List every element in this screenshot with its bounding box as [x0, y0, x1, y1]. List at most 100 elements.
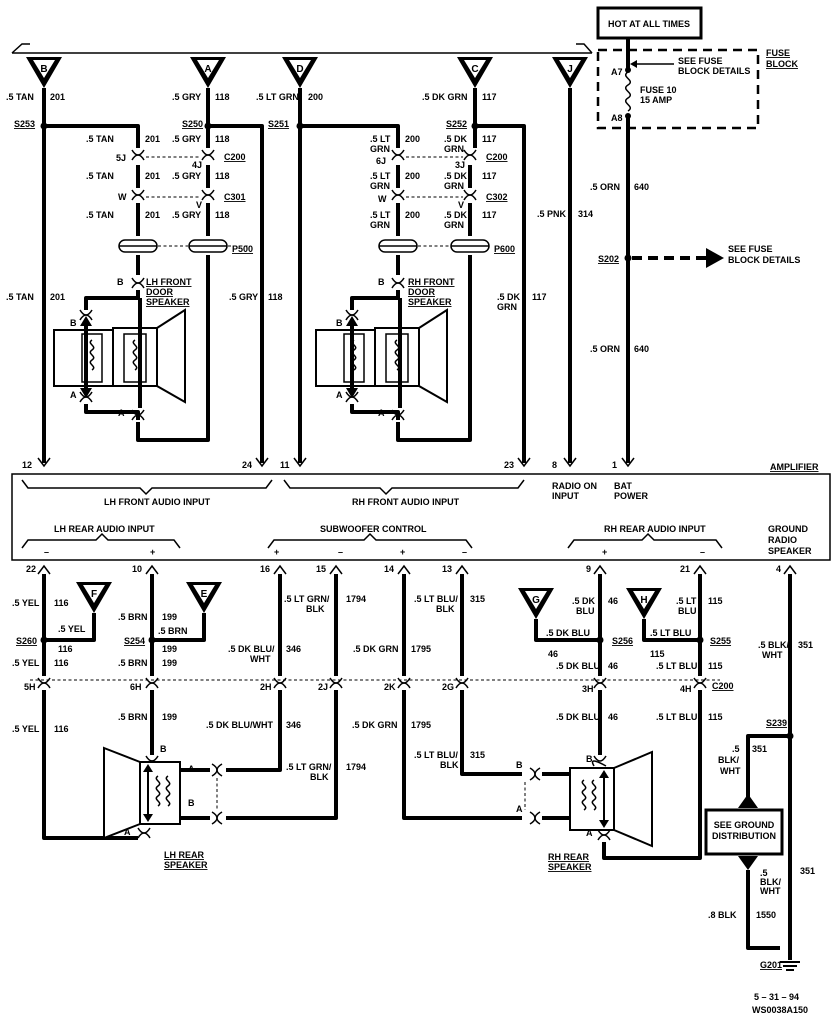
- amp-pin-8: 8: [552, 460, 557, 470]
- blk-circuit: 1550: [756, 910, 776, 920]
- amp-bottom-terminals: [37, 564, 797, 575]
- rh-dkgrn-b2: GRN: [444, 181, 464, 191]
- lh-gry-size-2: .5 GRY: [172, 171, 201, 181]
- wire-dkgrn-low-1: .5 DK: [497, 292, 521, 302]
- ltblu-circuit-2: 115: [708, 661, 723, 671]
- ltblu-circuit-h: 115: [650, 649, 665, 659]
- lh-gry-size-1: .5 GRY: [172, 134, 201, 144]
- sub-minus-2: –: [462, 547, 467, 557]
- amp-pin-1: 1: [612, 460, 617, 470]
- radio-on-and-power-wires: [568, 88, 724, 463]
- ltgrn-blk-a2: .5 LT GRN/: [286, 762, 332, 772]
- amp-pin-12: 12: [22, 460, 32, 470]
- amplifier-title: AMPLIFIER: [770, 462, 819, 472]
- dkbluwht-b1: WHT: [250, 654, 271, 664]
- wire-d-circuit: 200: [308, 92, 323, 102]
- rh-rear-pin-b: B: [516, 760, 523, 770]
- blkwht-b1: WHT: [762, 650, 783, 660]
- wire-gry-low-size: .5 GRY: [229, 292, 258, 302]
- lh-rear-plus: +: [150, 547, 155, 557]
- blkwht-3-1: .5: [760, 868, 768, 878]
- rh-rear-speaker-1: RH REAR: [548, 852, 590, 862]
- wire-j-circuit: 314: [578, 209, 593, 219]
- amp-top-terminals: [37, 457, 635, 468]
- pin-3h: 3H: [582, 684, 594, 694]
- yel-size-1: .5 YEL: [12, 598, 40, 608]
- amp-pin-11: 11: [280, 460, 290, 470]
- blkwht-c1: 351: [798, 640, 813, 650]
- hot-at-all-times-box: HOT AT ALL TIMES: [596, 6, 703, 40]
- bottom-wiring: [30, 574, 800, 971]
- connector-f-label: F: [91, 589, 97, 600]
- brn-circuit-3: 199: [162, 712, 177, 722]
- yel-circuit-1: 116: [54, 598, 69, 608]
- amplifier-box: AMPLIFIER LH FRONT AUDIO INPUT RH FRONT …: [11, 462, 831, 561]
- ground-radio-speaker-2: RADIO: [768, 535, 797, 545]
- brn-size-1: .5 BRN: [118, 612, 148, 622]
- splice-s256: S256: [612, 636, 633, 646]
- sub-plus-1: +: [274, 547, 279, 557]
- brn-circuit-2: 199: [162, 658, 177, 668]
- lh-pin-4j: 4J: [192, 160, 202, 170]
- radio-on-input-1: RADIO ON: [552, 481, 597, 491]
- connector-d-label: D: [296, 64, 303, 75]
- dkgrn-circuit-2: 1795: [411, 720, 431, 730]
- dkblu-circuit-2: 46: [608, 661, 618, 671]
- wire-d-size: .5 LT GRN: [256, 92, 299, 102]
- lh-speaker-label-1: LH FRONT: [146, 277, 192, 287]
- connector-b-label: B: [40, 64, 47, 75]
- splice-s239: S239: [766, 718, 787, 728]
- sub-minus-1: –: [338, 547, 343, 557]
- ltblublk-a2: .5 LT BLU/: [414, 750, 458, 760]
- brn-circuit-e: 199: [162, 644, 177, 654]
- rh-pin-6j: 6J: [376, 156, 386, 166]
- dkblu-full-2: .5 DK BLU: [556, 661, 600, 671]
- lh-pin-b: B: [117, 277, 124, 287]
- wire-orn-size-2: .5 ORN: [590, 344, 620, 354]
- fuse-see-details-1: SEE FUSE: [678, 56, 723, 66]
- ltblublk-b2: BLK: [440, 760, 459, 770]
- ltgrn-blk-b1: BLK: [306, 604, 325, 614]
- rh-speaker-label-2: DOOR: [408, 287, 436, 297]
- amp-pin-16: 16: [260, 564, 270, 574]
- lh-pin-5j: 5J: [116, 153, 126, 163]
- connector-h-label: H: [640, 595, 647, 606]
- subwoofer-control: SUBWOOFER CONTROL: [320, 524, 427, 534]
- ltgrn-blk-c1: 1794: [346, 594, 366, 604]
- lh-rear-pin-b: B: [188, 798, 195, 808]
- rh-rear-plus: +: [602, 547, 607, 557]
- splice-s202: S202: [598, 254, 619, 264]
- splice-s255: S255: [710, 636, 731, 646]
- ltblu-c1: 115: [708, 596, 723, 606]
- lh-rear-pin-b-top: B: [160, 744, 167, 754]
- dkblu-full-g: .5 DK BLU: [546, 628, 590, 638]
- wire-b-size: .5 TAN: [6, 92, 34, 102]
- footer-code: WS0038A150: [752, 1005, 808, 1015]
- rh-ltgrn-b2: GRN: [370, 181, 390, 191]
- wire-c-size: .5 DK GRN: [422, 92, 468, 102]
- amp-pin-10: 10: [132, 564, 142, 574]
- splice-s250: S250: [182, 119, 203, 129]
- fuse-block-title-2: BLOCK: [766, 59, 798, 69]
- rh-pin-b2: B: [336, 318, 343, 328]
- rh-pin-w: W: [378, 194, 387, 204]
- wire-tan-low-size: .5 TAN: [6, 292, 34, 302]
- wire-orn-size-1: .5 ORN: [590, 182, 620, 192]
- rh-speaker-label-1: RH FRONT: [408, 277, 455, 287]
- rh-dkgrn-c1: 117: [482, 134, 497, 144]
- rh-dkgrn-a2: .5 DK: [444, 171, 468, 181]
- wire-orn-circuit-1: 640: [634, 182, 649, 192]
- yel-circuit-f: 116: [58, 644, 73, 654]
- amp-pin-24: 24: [242, 460, 252, 470]
- amp-pin-9: 9: [586, 564, 591, 574]
- see-ground-1: SEE GROUND: [714, 820, 775, 830]
- rh-dkgrn-c3: 117: [482, 210, 497, 220]
- rh-rear-speaker-2: SPEAKER: [548, 862, 592, 872]
- fuse-block: FUSE BLOCK A7 A8 SEE FUSE BLOCK DETAILS …: [596, 38, 798, 130]
- rh-pin-b: B: [378, 277, 385, 287]
- fuse-rating-2: 15 AMP: [640, 95, 672, 105]
- bat-power-1: BAT: [614, 481, 632, 491]
- blkwht-2-2: BLK/: [718, 755, 739, 765]
- rh-ltgrn-b1: GRN: [370, 144, 390, 154]
- lh-tan-size-2: .5 TAN: [86, 171, 114, 181]
